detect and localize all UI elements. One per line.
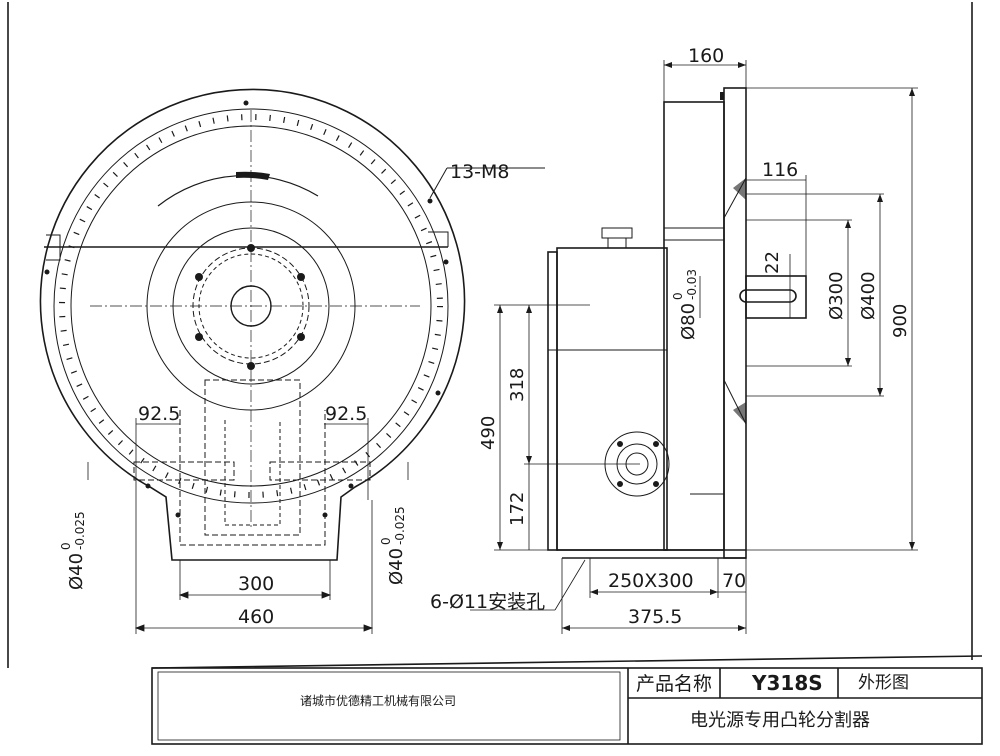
sheet-border	[7, 2, 983, 669]
title-block: 诸城市优德精工机械有限公司 产品名称 Y318S 外形图 电光源专用凸轮分割器	[151, 667, 983, 745]
dim-right-92-5: 92.5	[325, 403, 367, 425]
dim-shaft-tol-upper: 0	[671, 292, 685, 300]
dim-side-top-width: 160	[688, 45, 724, 67]
side-view: 160 116 22 Ø300 Ø400 900 Ø80 0 -0.03 490…	[430, 45, 918, 634]
dim-left-shaft-upper: 0	[59, 542, 73, 550]
dim-right-shaft-upper: 0	[379, 537, 393, 545]
dim-left-shaft-lower: -0.025	[73, 511, 87, 550]
mount-holes-callout: 6-Ø11安装孔	[430, 591, 545, 613]
dim-base-70: 70	[722, 570, 746, 592]
dim-left-92-5: 92.5	[138, 403, 180, 425]
dim-right-shaft-dia: Ø40	[386, 548, 407, 585]
company-name: 诸城市优德精工机械有限公司	[300, 693, 456, 708]
dim-dia-400: Ø400	[858, 271, 879, 320]
dim-height-172: 172	[507, 492, 528, 526]
dim-right-shaft-lower: -0.025	[393, 506, 407, 545]
dim-key-width: 22	[762, 251, 783, 274]
drawing-type: 外形图	[858, 673, 909, 693]
dim-height-318: 318	[507, 368, 528, 402]
dim-left-shaft-dia: Ø40	[66, 553, 87, 590]
product-name-label: 产品名称	[636, 673, 712, 695]
dim-shaft-dia: Ø80	[678, 303, 699, 340]
dim-height-490: 490	[478, 416, 499, 450]
product-description: 电光源专用凸轮分割器	[690, 710, 870, 731]
model-number: Y318S	[751, 671, 823, 695]
dim-dia-300: Ø300	[826, 271, 847, 320]
dim-base-375: 375.5	[628, 606, 682, 628]
dim-width-300: 300	[238, 573, 274, 595]
tapped-holes-callout: 13-M8	[450, 161, 510, 183]
dim-shaft-flange: 116	[762, 159, 798, 181]
dim-height-900: 900	[890, 304, 911, 338]
dim-shaft-tol-lower: -0.03	[685, 269, 699, 300]
dim-width-460: 460	[238, 606, 274, 628]
dim-base-250x300: 250X300	[608, 570, 694, 592]
front-view: 13-M8 92.5 92.5 300 460 Ø40 0 -0.025	[39, 88, 545, 634]
